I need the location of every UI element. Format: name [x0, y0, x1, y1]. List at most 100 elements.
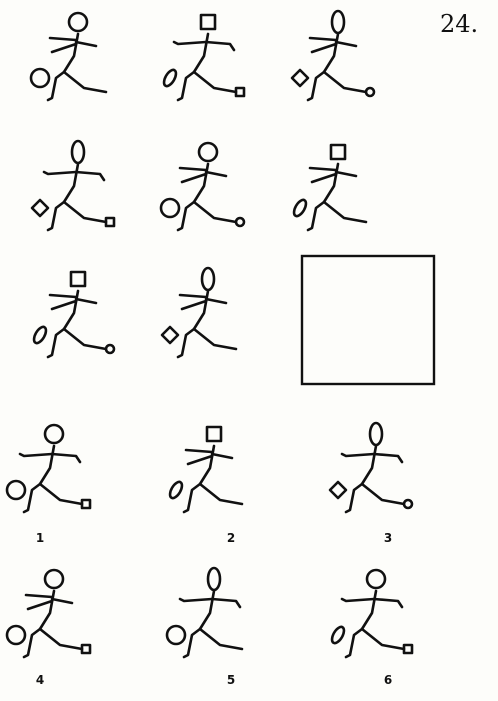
right-arm	[374, 454, 402, 462]
option-label: 1	[30, 531, 50, 545]
kick-leg	[64, 329, 106, 349]
front-arm	[76, 299, 96, 303]
ball-oval-icon	[330, 625, 347, 645]
foot-square-icon	[82, 645, 90, 653]
right-arm	[206, 42, 234, 50]
front-arm	[76, 42, 96, 46]
option-label: 5	[221, 673, 241, 687]
kick-leg	[200, 629, 242, 649]
option-figure	[167, 568, 242, 657]
back-leg	[184, 484, 200, 512]
front-arm	[206, 299, 226, 303]
arms-back	[180, 295, 206, 309]
foot-square-icon	[236, 88, 244, 96]
kick-leg	[40, 629, 82, 649]
option-label: 4	[30, 673, 50, 687]
ball-circle-icon	[167, 626, 185, 644]
arms-back	[310, 168, 336, 182]
matrix-figure	[162, 268, 236, 357]
ball-circle-icon	[31, 69, 49, 87]
left-arm	[180, 599, 212, 601]
torso	[194, 34, 208, 72]
back-leg	[178, 72, 194, 100]
ball-oval-icon	[168, 480, 185, 500]
arms-back	[26, 595, 52, 609]
kick-leg	[324, 72, 366, 92]
foot-circle-icon	[404, 500, 412, 508]
ball-diamond-icon	[330, 482, 346, 498]
head-circle-icon	[69, 13, 87, 31]
ball-diamond-icon	[292, 70, 308, 86]
puzzle-matrix	[31, 11, 434, 384]
head-circle-icon	[367, 570, 385, 588]
arms-back	[186, 450, 212, 464]
ball-circle-icon	[7, 626, 25, 644]
option-label: 3	[378, 531, 398, 545]
left-arm	[342, 454, 374, 456]
option-figure	[168, 427, 242, 512]
option-figure	[330, 570, 412, 657]
right-arm	[76, 172, 104, 180]
option-figure	[7, 425, 90, 512]
option-label: 2	[221, 531, 241, 545]
back-leg	[24, 629, 40, 657]
matrix-figure	[161, 143, 244, 230]
head-circle-icon	[45, 570, 63, 588]
front-arm	[336, 172, 356, 176]
torso	[362, 591, 376, 629]
kick-leg	[362, 484, 404, 504]
kick-leg	[324, 202, 366, 222]
kick-leg	[64, 72, 106, 92]
ball-diamond-icon	[32, 200, 48, 216]
back-leg	[48, 72, 64, 100]
head-square-icon	[201, 15, 215, 29]
matrix-figure	[31, 13, 106, 100]
arms-back	[50, 295, 76, 309]
ball-diamond-icon	[162, 327, 178, 343]
front-arm	[212, 454, 232, 458]
foot-square-icon	[404, 645, 412, 653]
matrix-figure	[162, 15, 244, 100]
front-arm	[52, 599, 72, 603]
answer-slot-box	[302, 256, 434, 384]
kick-leg	[362, 629, 404, 649]
foot-circle-icon	[236, 218, 244, 226]
kick-leg	[200, 484, 242, 504]
back-leg	[48, 202, 64, 230]
ball-circle-icon	[7, 481, 25, 499]
foot-square-icon	[82, 500, 90, 508]
head-square-icon	[331, 145, 345, 159]
right-arm	[52, 454, 80, 462]
back-leg	[184, 629, 200, 657]
torso	[362, 446, 376, 484]
ball-circle-icon	[161, 199, 179, 217]
head-oval-icon	[208, 568, 220, 590]
matrix-figure	[32, 141, 114, 230]
kick-leg	[194, 329, 236, 349]
foot-square-icon	[106, 218, 114, 226]
ball-oval-icon	[32, 325, 49, 345]
ball-oval-icon	[292, 198, 309, 218]
arms-back	[310, 38, 336, 52]
back-leg	[346, 629, 362, 657]
torso	[40, 446, 54, 484]
left-arm	[342, 599, 374, 601]
head-oval-icon	[370, 423, 382, 445]
head-circle-icon	[199, 143, 217, 161]
back-leg	[346, 484, 362, 512]
front-arm	[336, 42, 356, 46]
arms-back	[180, 168, 206, 182]
right-arm	[374, 599, 402, 607]
option-figure	[7, 570, 90, 657]
option-figure	[330, 423, 412, 512]
matrix-figure	[292, 145, 366, 230]
back-leg	[178, 202, 194, 230]
kick-leg	[64, 202, 106, 222]
left-arm	[20, 454, 52, 456]
back-leg	[24, 484, 40, 512]
left-arm	[174, 42, 206, 44]
matrix-figure	[292, 11, 374, 100]
torso	[200, 591, 214, 629]
front-arm	[206, 172, 226, 176]
